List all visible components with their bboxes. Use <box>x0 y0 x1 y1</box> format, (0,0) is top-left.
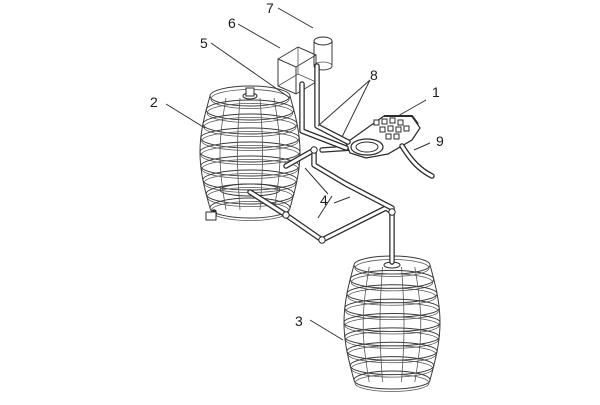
tank-rib <box>237 97 241 211</box>
tank-ring-inner <box>200 145 300 165</box>
label-5: 5 <box>200 35 208 51</box>
tank-rib <box>219 97 227 211</box>
label-9: 9 <box>436 133 444 149</box>
tank-rib <box>401 266 405 383</box>
tank-ring <box>344 327 440 347</box>
cylinder-7 <box>313 36 333 71</box>
label-3: 3 <box>295 313 303 329</box>
tank-ring <box>205 99 295 121</box>
outlet-hose <box>399 143 435 179</box>
tank-ring-inner <box>345 330 439 349</box>
tank-ring <box>344 298 440 318</box>
tank-cap-neck <box>245 87 255 97</box>
upper-tank <box>199 85 301 221</box>
callout-labels: 1 2 3 4 5 6 7 8 9 <box>150 0 444 329</box>
tank-ring-inner <box>347 287 437 306</box>
tank-side-left <box>199 95 211 209</box>
tank-ring-inner <box>201 131 299 151</box>
label-6: 6 <box>228 15 236 31</box>
tank-ring-inner <box>345 302 439 321</box>
tank-ring-inner <box>210 201 290 221</box>
label-7: 7 <box>266 0 274 16</box>
tank-ring <box>346 341 438 361</box>
tank-ring-inner <box>206 103 294 123</box>
tank-rib <box>273 97 281 211</box>
tank-ring <box>349 269 435 289</box>
box-6 <box>277 46 317 95</box>
pipe-network <box>205 145 396 265</box>
tank-ring-inner <box>344 316 440 335</box>
tank-ring <box>353 370 431 390</box>
tank-ring-inner <box>354 374 430 392</box>
tank-rib <box>414 266 422 383</box>
tank-ring <box>346 284 438 304</box>
tank-side-right <box>289 95 301 209</box>
tank-ring-inner <box>201 159 299 179</box>
tank-ring <box>349 356 435 376</box>
pump-unit <box>345 115 421 159</box>
label-2: 2 <box>150 94 158 110</box>
label-8: 8 <box>370 67 378 83</box>
tank-ring-inner <box>350 273 434 292</box>
tank-rib <box>362 266 370 383</box>
feed-lines-8 <box>299 63 351 151</box>
tank-side-left <box>343 264 355 381</box>
tank-rib <box>379 266 383 383</box>
tank-rib <box>259 97 263 211</box>
leader-lines <box>165 7 431 341</box>
label-4: 4 <box>320 192 328 208</box>
tank-inner-disc <box>219 183 281 197</box>
label-1: 1 <box>432 84 440 100</box>
tank-ring <box>343 313 441 332</box>
lower-tank <box>343 255 441 392</box>
tank-side-right <box>429 264 441 381</box>
